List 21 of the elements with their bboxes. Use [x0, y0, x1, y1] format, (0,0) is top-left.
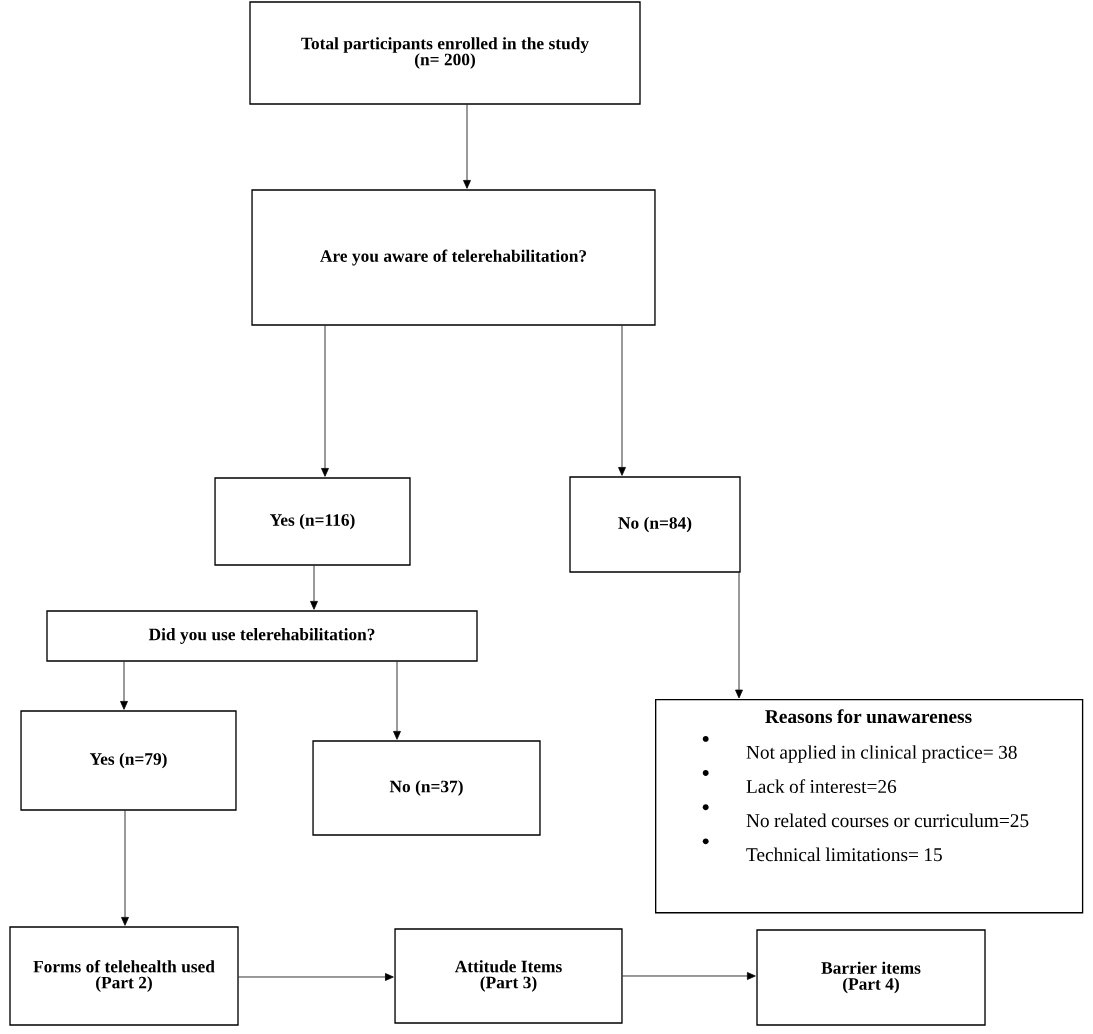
process-box: Forms of telehealth used (Part 2) — [9, 926, 239, 1026]
arrow — [463, 104, 471, 189]
process-box: Total participants enrolled in the study (n= 200) — [249, 1, 641, 105]
question-box: Did you use telerehabilitation? — [46, 610, 478, 662]
process-box: Barrier items (Part 4) — [756, 929, 986, 1026]
arrow — [622, 972, 756, 980]
arrow — [120, 661, 128, 710]
process-box: Yes (n=79) — [20, 710, 237, 811]
arrow — [618, 325, 626, 476]
process-box: No (n=84) — [569, 476, 741, 573]
arrow — [321, 325, 329, 477]
arrow — [735, 572, 743, 699]
arrow — [121, 810, 129, 926]
question-box: Are you aware of telerehabilitation? — [251, 189, 656, 326]
process-box: No (n=37) — [312, 740, 541, 836]
arrow — [393, 661, 401, 740]
arrow — [238, 973, 394, 981]
process-box: Attitude Items (Part 3) — [394, 928, 623, 1024]
reasons-box: Reasons for unawareness Not applied in clinical practice= 38 Lack of interest=26 No related courses or curriculum=25 Technical limitations= 15 — [655, 699, 1084, 914]
process-box: Yes (n=116) — [214, 477, 411, 566]
arrow — [310, 565, 318, 610]
